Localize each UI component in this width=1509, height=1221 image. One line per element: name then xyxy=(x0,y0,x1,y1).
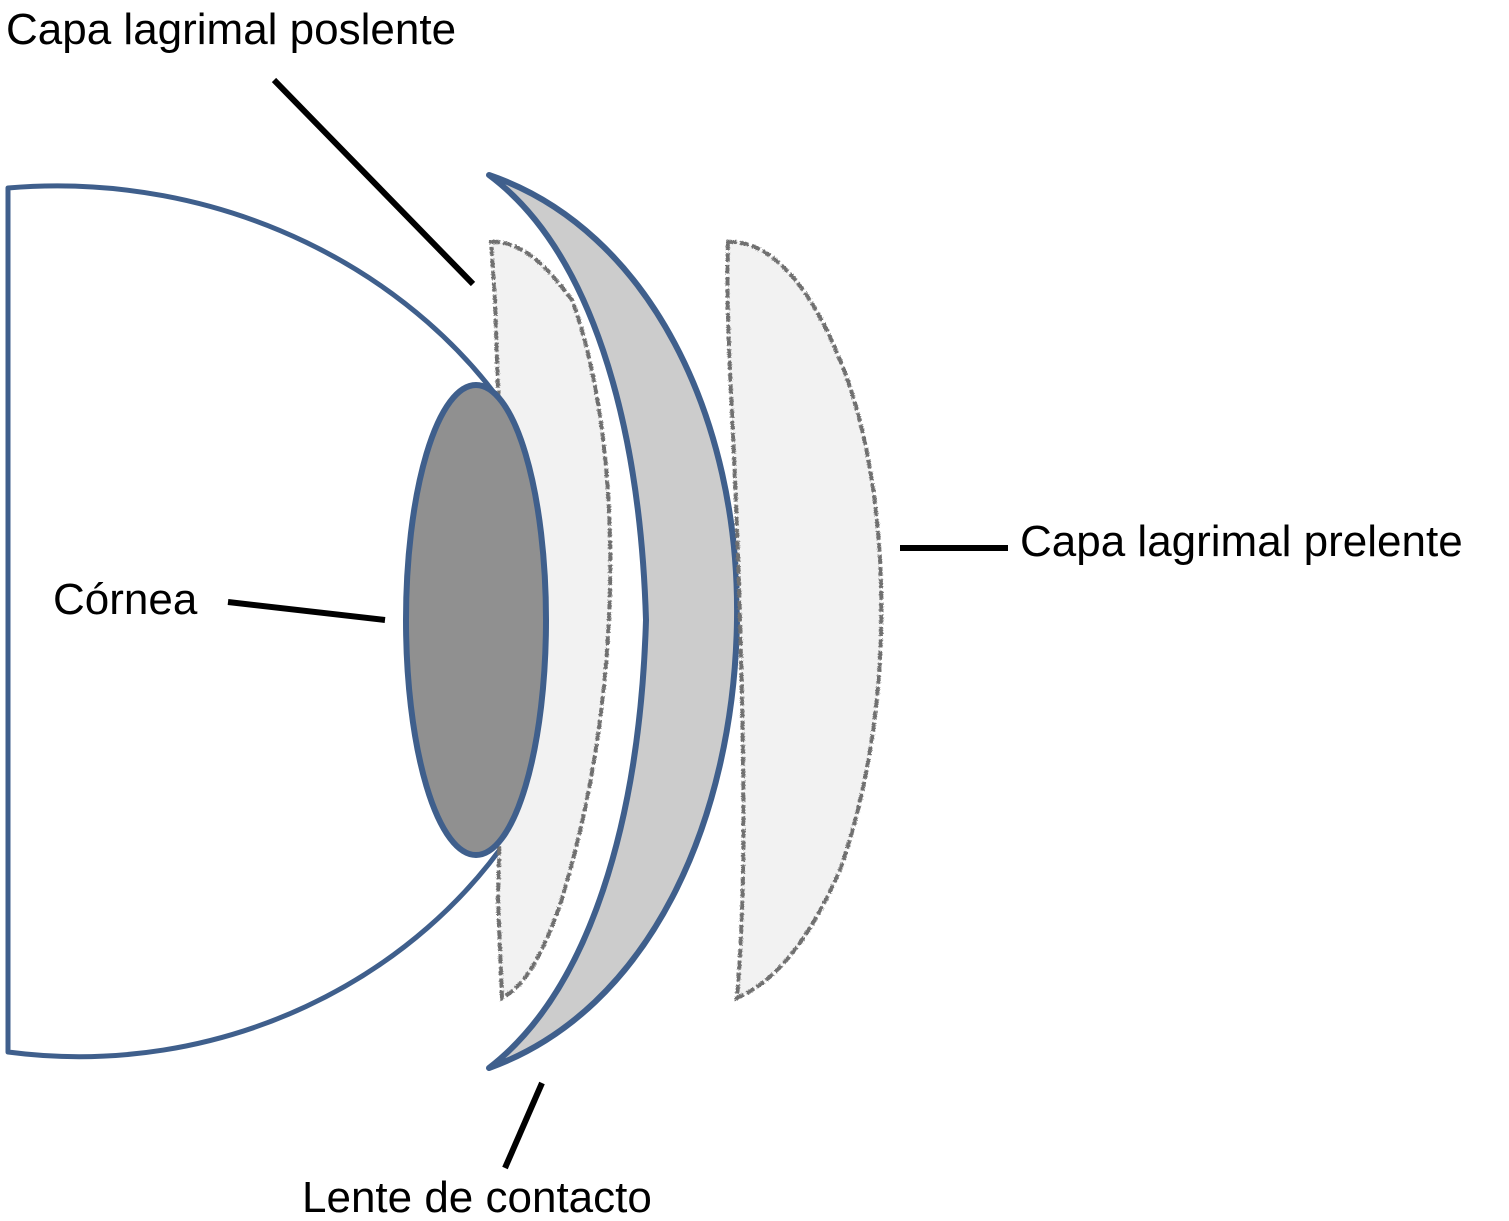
contact-lens-shape xyxy=(486,172,741,1071)
label-cornea: Córnea xyxy=(53,575,198,624)
leader-line-cornea xyxy=(227,599,386,623)
label-contact-lens: Lente de contacto xyxy=(302,1173,652,1221)
label-post-lens-tear-layer: Capa lagrimal poslente xyxy=(6,5,457,54)
pre-lens-tear-layer-shape xyxy=(725,239,884,1002)
leader-line-post-lens-tear-layer xyxy=(271,77,476,287)
cornea-shape xyxy=(403,382,549,858)
leader-line-contact-lens xyxy=(502,1081,545,1170)
label-pre-lens-tear-layer: Capa lagrimal prelente xyxy=(1020,517,1463,566)
